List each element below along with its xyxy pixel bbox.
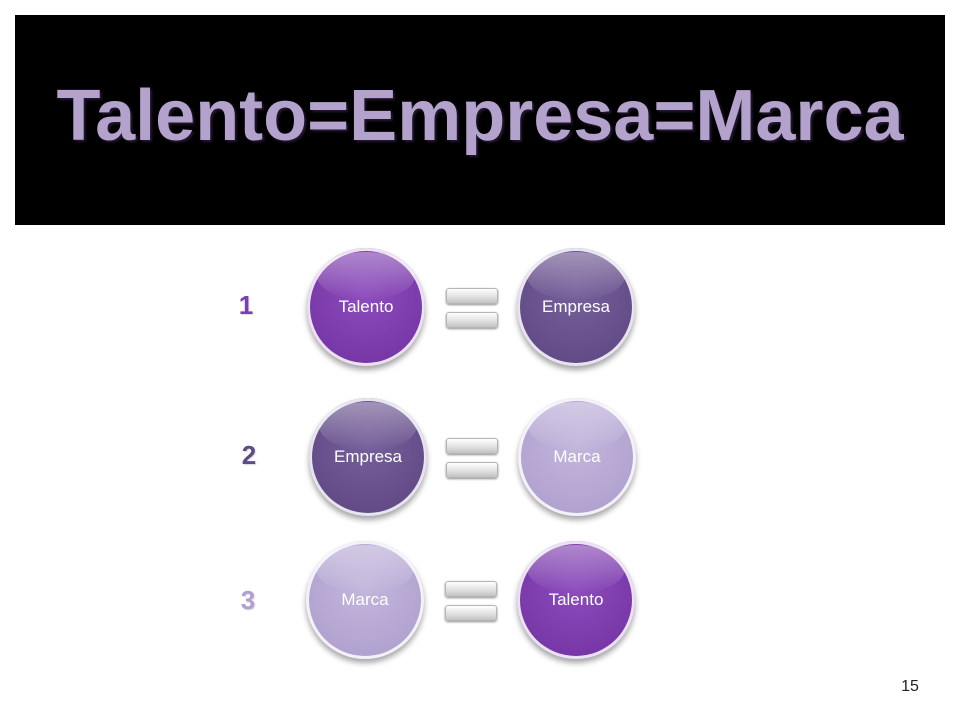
row-2-left-label: Empresa — [333, 447, 403, 466]
row-3-number: 3 — [240, 585, 256, 615]
row-2-right-circle: Marca — [518, 398, 636, 516]
row-1-left-circle: Talento — [307, 248, 425, 366]
page-number: 15 — [901, 678, 919, 695]
row-1-number: 1 — [238, 290, 254, 320]
title-banner: Talento=Empresa=Marca — [15, 15, 945, 225]
row-1-right-circle: Empresa — [517, 248, 635, 366]
row-2-number: 2 — [241, 440, 257, 470]
row-3-right-circle: Talento — [517, 541, 635, 659]
row-3-left-label: Marca — [341, 590, 389, 609]
row-2-equals-icon — [446, 438, 498, 480]
row-3-left-circle: Marca — [306, 541, 424, 659]
row-1-equals-icon — [446, 288, 498, 330]
row-2-left-circle: Empresa — [309, 398, 427, 516]
row-3-right-label: Talento — [548, 590, 604, 609]
slide-title: Talento=Empresa=Marca — [56, 76, 904, 156]
row-1-right-label: Empresa — [541, 297, 611, 316]
row-3-equals-icon — [445, 581, 497, 623]
row-2-right-label: Marca — [553, 447, 601, 466]
row-1-left-label: Talento — [338, 297, 394, 316]
